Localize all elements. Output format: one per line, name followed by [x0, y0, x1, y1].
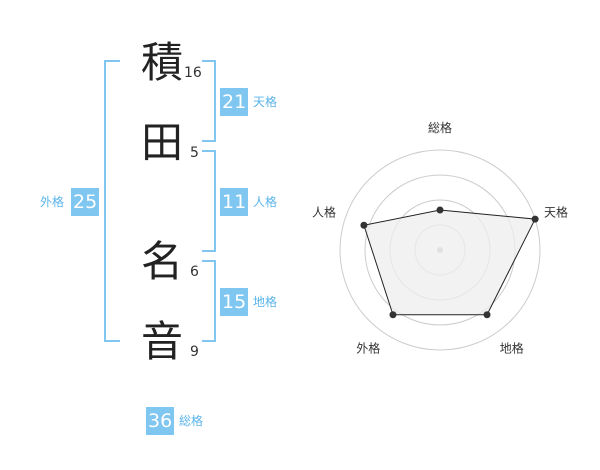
tenkaku-value: 21	[220, 88, 249, 116]
chikaku-bracket	[202, 260, 216, 342]
radar-grid-ring	[339, 149, 541, 351]
tenkaku-bracket	[202, 60, 216, 142]
name-char-1: 積	[141, 38, 184, 87]
radar-point-2	[531, 215, 539, 223]
soukaku-label: 総格	[179, 414, 204, 428]
radar-axis-label-2: 天格	[544, 204, 568, 219]
gaikaku-label: 外格	[40, 195, 65, 209]
name-char-2: 田	[141, 118, 184, 167]
name-char-3: 名	[141, 237, 184, 286]
radar-axis-label-1: 総格	[428, 120, 452, 135]
radar-point-3	[483, 311, 491, 319]
radar-axis-label-3: 地格	[500, 341, 524, 356]
tenkaku-label: 天格	[253, 95, 278, 109]
soukaku-value: 36	[146, 407, 175, 435]
radar-polygon	[363, 209, 536, 316]
chikaku-value: 15	[220, 288, 249, 316]
radar-axis-label-4: 外格	[356, 341, 380, 356]
radar-axis-label-5: 人格	[312, 204, 336, 219]
stroke-count-2: 5	[190, 145, 199, 161]
gaikaku-bracket	[104, 60, 120, 342]
gaikaku-value: 25	[71, 188, 100, 216]
radar-point-1	[436, 206, 444, 214]
stroke-count-3: 6	[190, 264, 199, 280]
jinkaku-bracket	[202, 150, 216, 252]
jinkaku-value: 11	[220, 188, 249, 216]
chikaku-label: 地格	[253, 295, 278, 309]
jinkaku-label: 人格	[253, 195, 278, 209]
radar-point-4	[389, 311, 397, 319]
radar-point-5	[360, 221, 368, 229]
name-char-4: 音	[141, 317, 184, 366]
stroke-count-4: 9	[190, 344, 199, 360]
stroke-count-1: 16	[184, 65, 202, 81]
